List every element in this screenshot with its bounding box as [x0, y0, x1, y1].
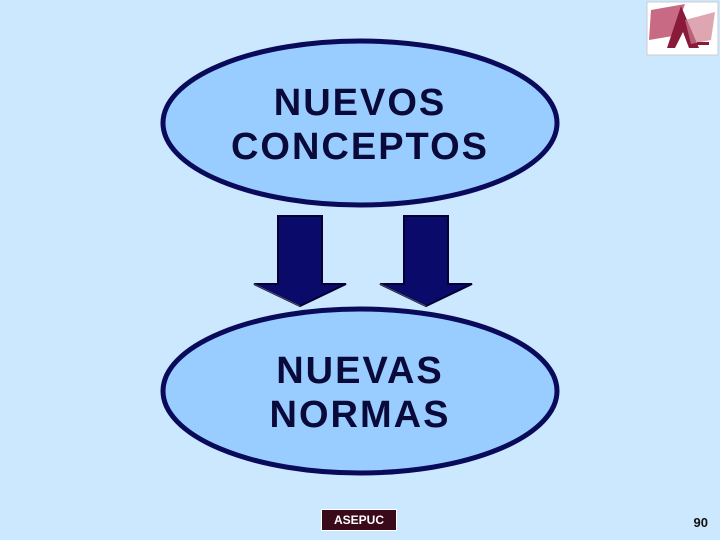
asepuc-logo-icon — [646, 1, 719, 56]
down-arrow-icon — [253, 215, 347, 308]
bottom-box-line-2: NORMAS — [269, 393, 451, 436]
page-number: 90 — [693, 515, 708, 530]
bottom-ellipse — [160, 306, 560, 476]
footer-label: ASEPUC — [321, 509, 397, 531]
down-arrow-icon — [379, 215, 473, 308]
top-ellipse — [160, 38, 560, 208]
top-box-line-1: NUEVOS — [273, 82, 447, 124]
top-box-text: NUEVOS CONCEPTOS — [160, 82, 560, 169]
bottom-box-line-1: NUEVAS — [276, 350, 444, 392]
top-box-line-2: CONCEPTOS — [230, 125, 489, 168]
bottom-box-text: NUEVAS NORMAS — [160, 350, 560, 437]
